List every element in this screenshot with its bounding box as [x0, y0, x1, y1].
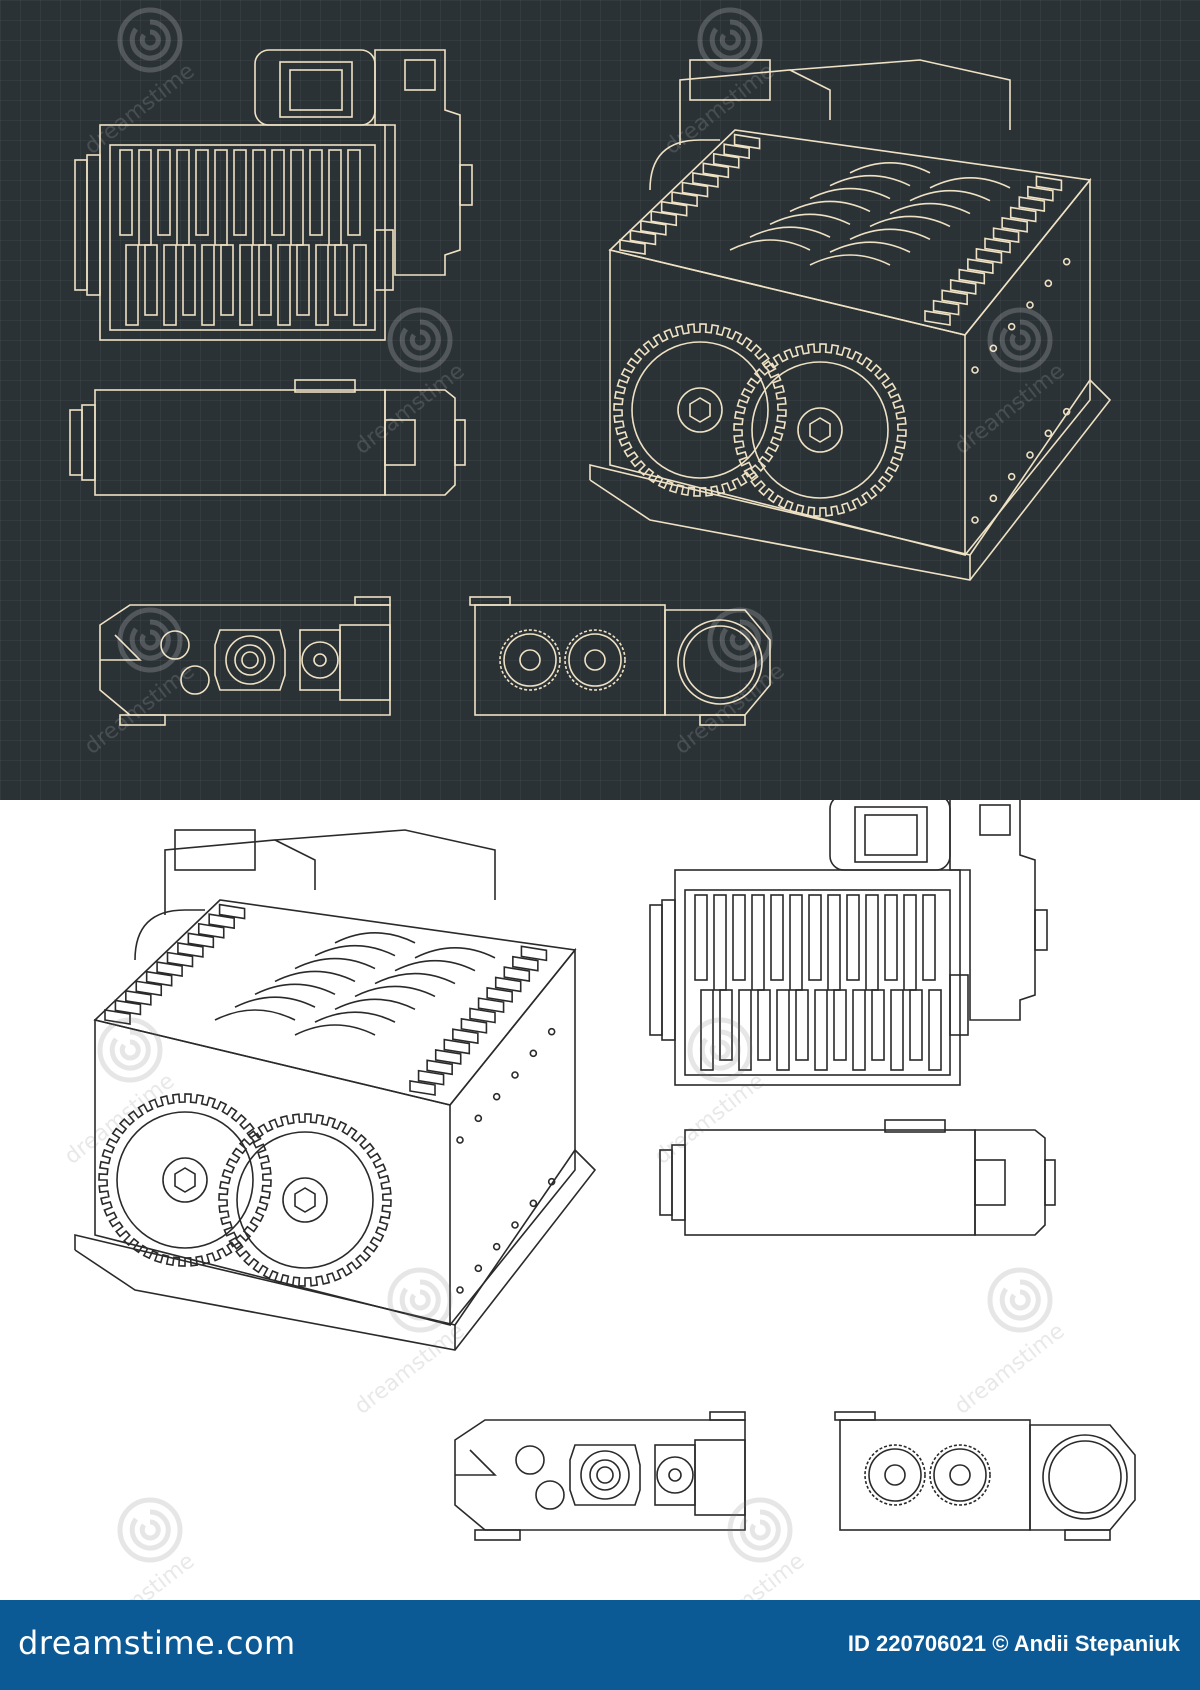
author-name[interactable]: Andii Stepaniuk — [1013, 1631, 1180, 1656]
light-blueprint-lines — [74, 800, 1136, 1541]
light-drawing-svg — [74, 800, 1136, 1541]
blueprint-panel-dark — [0, 0, 1200, 800]
light-side-view — [659, 1119, 1056, 1236]
image-id: ID 220706021 — [847, 1631, 987, 1656]
swirl-logo-icon — [387, 307, 453, 373]
swirl-logo-icon — [687, 1017, 753, 1083]
swirl-logo-icon — [987, 1267, 1053, 1333]
swirl-logo-icon — [97, 1017, 163, 1083]
footer-bar: dreamstime.com ID 220706021 © Andii Step… — [0, 1600, 1200, 1690]
swirl-logo-icon — [697, 7, 763, 73]
swirl-logo-icon — [117, 607, 183, 673]
dark-top-view — [74, 49, 473, 341]
image-credit: ID 220706021 © Andii Stepaniuk — [848, 1620, 1180, 1668]
swirl-logo-icon — [707, 607, 773, 673]
blueprint-panel-light — [0, 800, 1200, 1600]
swirl-logo-icon — [987, 307, 1053, 373]
brand-logo-text[interactable]: dreamstime.com — [18, 1624, 296, 1662]
swirl-logo-icon — [117, 7, 183, 73]
swirl-logo-icon — [727, 1497, 793, 1563]
light-end-view-left — [454, 1411, 746, 1541]
swirl-logo-icon — [387, 1267, 453, 1333]
light-end-view-right — [834, 1411, 1136, 1541]
dark-blueprint-lines — [69, 49, 1111, 726]
swirl-logo-icon — [117, 1497, 183, 1563]
copyright-symbol: © — [992, 1631, 1009, 1656]
